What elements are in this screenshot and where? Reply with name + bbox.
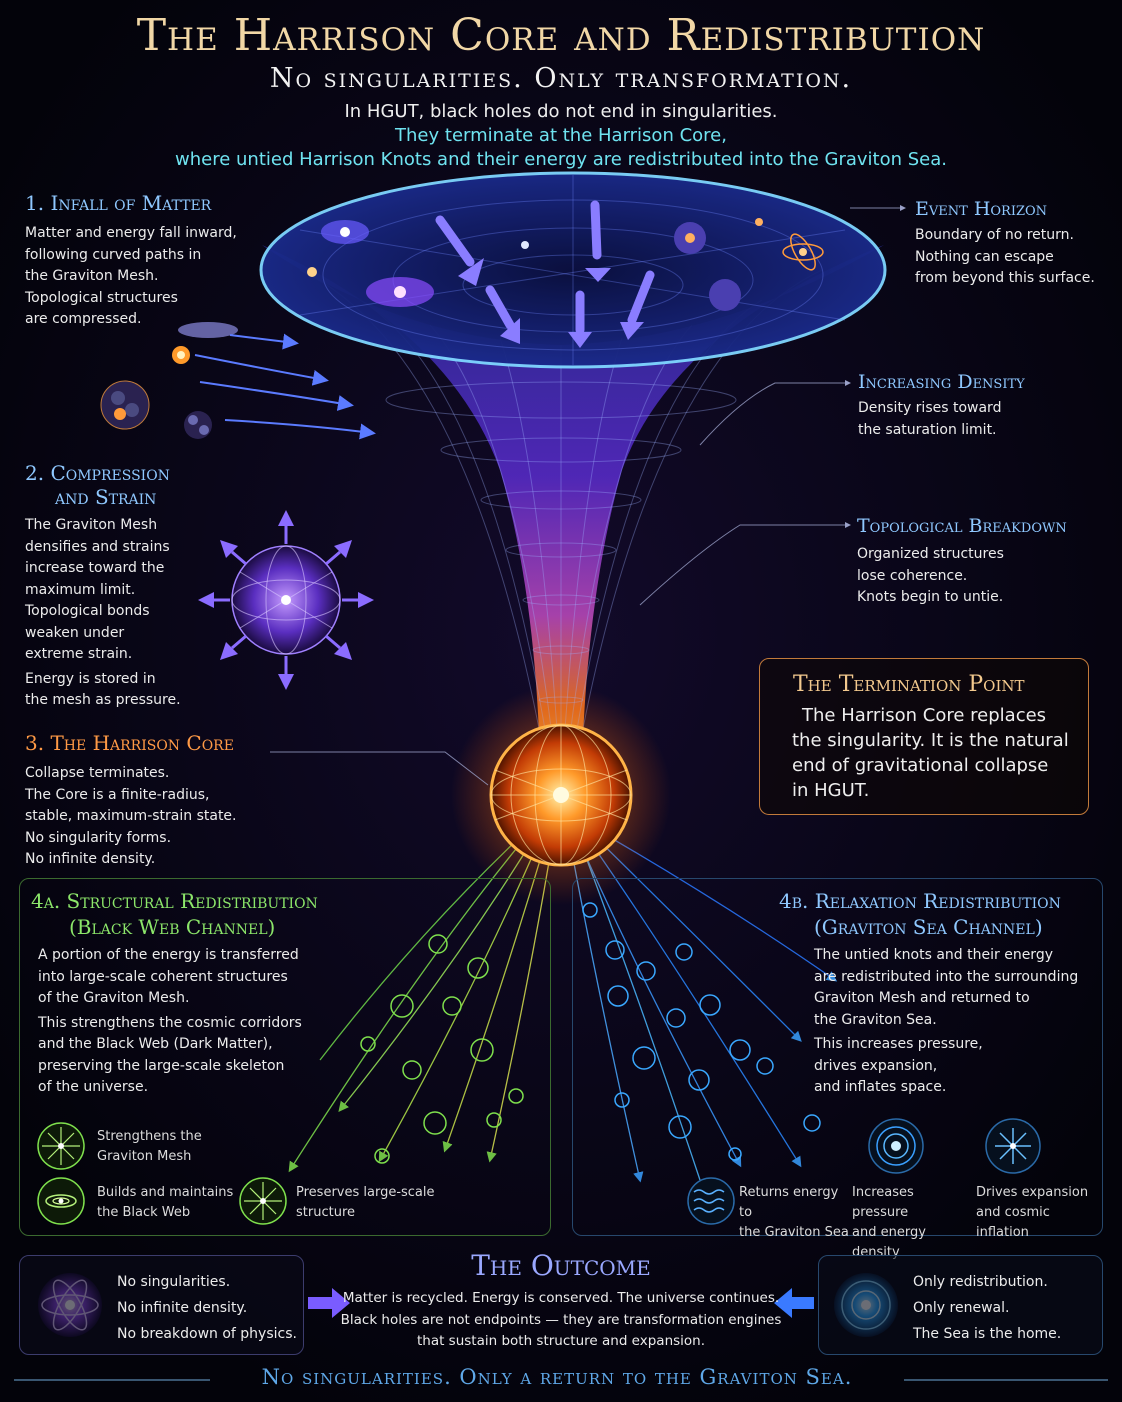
core-section: 3. The Harrison Core Collapse terminates… bbox=[25, 731, 275, 871]
redist-b-line: are redistributed into the surrounding bbox=[814, 968, 1079, 985]
burst-icon bbox=[239, 1177, 287, 1225]
structural-redistribution-panel: 4a. Structural Redistribution (Black Web… bbox=[19, 878, 551, 1236]
compression-heading: 2. Compression bbox=[25, 461, 170, 485]
infall-line: Topological structures bbox=[25, 289, 178, 306]
core-line: No singularity forms. bbox=[25, 829, 172, 846]
infall-line: are compressed. bbox=[25, 311, 142, 327]
density-line: the saturation limit. bbox=[858, 421, 997, 438]
compression-section: 2. Compression and Strain The Graviton M… bbox=[25, 461, 225, 712]
outcome-center-line: Matter is recycled. Energy is conserved.… bbox=[342, 1290, 780, 1306]
footer-tagline: No singularities. Only a return to the G… bbox=[261, 1365, 853, 1389]
core-line: No infinite density. bbox=[25, 851, 156, 867]
termination-line: The Harrison Core replaces bbox=[802, 705, 1047, 726]
outcome-right-line: Only redistribution. bbox=[913, 1274, 1048, 1290]
redist-b-line: This increases pressure, bbox=[814, 1036, 983, 1052]
redist-a-line: into large-scale coherent structures bbox=[38, 968, 288, 985]
redist-b-line: and inflates space. bbox=[814, 1079, 947, 1095]
infall-line: the Graviton Mesh. bbox=[25, 268, 159, 284]
intro-line: In HGUT, black holes do not end in singu… bbox=[344, 101, 778, 122]
intro-line: They terminate at the Harrison Core, bbox=[395, 125, 727, 146]
infall-section: 1. Infall of Matter Matter and energy fa… bbox=[25, 191, 255, 331]
core-heading: 3. The Harrison Core bbox=[25, 731, 234, 755]
core-line: The Core is a finite-radius, bbox=[25, 786, 210, 803]
termination-line: in HGUT. bbox=[792, 780, 870, 801]
event-horizon-section: Event Horizon Boundary of no return. Not… bbox=[915, 197, 1115, 290]
outcome-left-box: No singularities. No infinite density. N… bbox=[19, 1255, 304, 1355]
compression-line: The Graviton Mesh bbox=[25, 517, 158, 533]
infall-line: Matter and energy fall inward, bbox=[25, 225, 237, 241]
mesh-star-icon bbox=[37, 1122, 85, 1170]
breakdown-section: Topological Breakdown Organized structur… bbox=[857, 514, 1107, 609]
termination-box: The Termination Point The Harrison Core … bbox=[759, 658, 1089, 815]
left-arrow-icon bbox=[774, 1288, 814, 1318]
redist-b-line: drives expansion, bbox=[814, 1057, 938, 1074]
compression-line: increase toward the bbox=[25, 560, 165, 576]
redist-a-line: of the Graviton Mesh. bbox=[38, 990, 190, 1006]
outcome-right-box: Only redistribution. Only renewal. The S… bbox=[818, 1255, 1103, 1355]
expansion-icon bbox=[985, 1118, 1041, 1174]
spiral-galaxy-icon bbox=[37, 1177, 85, 1225]
outcome-center: Matter is recycled. Energy is conserved.… bbox=[340, 1288, 782, 1353]
event-horizon-line: Nothing can escape bbox=[915, 248, 1054, 265]
infall-heading: 1. Infall of Matter bbox=[25, 191, 212, 215]
outcome-right-line: The Sea is the home. bbox=[913, 1326, 1062, 1342]
infall-line: following curved paths in bbox=[25, 246, 202, 263]
relaxation-redistribution-panel: 4b. Relaxation Redistribution (Graviton … bbox=[572, 878, 1103, 1236]
redist-b-line: Graviton Mesh and returned to bbox=[814, 990, 1030, 1006]
compression-line: extreme strain. bbox=[25, 646, 133, 662]
outcome-left-line: No infinite density. bbox=[117, 1300, 248, 1316]
redist-a-heading-line2: (Black Web Channel) bbox=[69, 915, 276, 939]
event-horizon-line: from beyond this surface. bbox=[915, 270, 1095, 286]
breakdown-heading: Topological Breakdown bbox=[857, 515, 1067, 537]
density-line: Density rises toward bbox=[858, 400, 1002, 416]
compression-line: Topological bonds bbox=[25, 603, 150, 619]
termination-line: end of gravitational collapse bbox=[792, 755, 1049, 776]
redist-b-heading: 4b. Relaxation Redistribution bbox=[779, 889, 1061, 913]
compression-line: the mesh as pressure. bbox=[25, 692, 181, 708]
redist-a-line: preserving the large-scale skeleton bbox=[38, 1057, 285, 1074]
outcome-left-line: No singularities. bbox=[117, 1274, 231, 1290]
redist-a-line: and the Black Web (Dark Matter), bbox=[38, 1036, 273, 1052]
core-line: Collapse terminates. bbox=[25, 765, 170, 781]
redist-b-line: the Graviton Sea. bbox=[814, 1011, 937, 1028]
redist-a-line: This strengthens the cosmic corridors bbox=[38, 1014, 302, 1031]
compression-line: maximum limit. bbox=[25, 581, 136, 598]
page-subtitle: No singularities. Only transformation. bbox=[269, 63, 853, 94]
redist-b-line: The untied knots and their energy bbox=[814, 947, 1053, 963]
breakdown-line: lose coherence. bbox=[857, 567, 968, 584]
event-horizon-heading: Event Horizon bbox=[915, 198, 1048, 220]
right-arrow-icon bbox=[308, 1288, 350, 1318]
compression-line: weaken under bbox=[25, 624, 125, 641]
outcome-left-line: No breakdown of physics. bbox=[117, 1326, 297, 1342]
outcome-heading: The Outcome bbox=[471, 1249, 651, 1282]
compression-line: Energy is stored in bbox=[25, 670, 156, 687]
termination-line: the singularity. It is the natural bbox=[792, 730, 1069, 751]
density-heading: Increasing Density bbox=[858, 371, 1025, 393]
outcome-center-line: that sustain both structure and expansio… bbox=[416, 1333, 706, 1349]
core-line: stable, maximum-strain state. bbox=[25, 808, 237, 824]
redist-b-heading-line2: (Graviton Sea Channel) bbox=[814, 915, 1043, 939]
compression-heading-line2: and Strain bbox=[55, 485, 157, 509]
termination-heading: The Termination Point bbox=[793, 672, 1025, 697]
redist-a-line: A portion of the energy is transferred bbox=[38, 947, 299, 963]
breakdown-line: Knots begin to untie. bbox=[857, 589, 1004, 605]
compression-line: densifies and strains bbox=[25, 538, 170, 555]
density-section: Increasing Density Density rises toward … bbox=[858, 370, 1098, 441]
redist-a-heading: 4a. Structural Redistribution bbox=[31, 889, 318, 913]
outcome-right-line: Only renewal. bbox=[913, 1300, 1010, 1316]
outcome-center-line: Black holes are not endpoints — they are… bbox=[340, 1311, 782, 1328]
redist-a-line: of the universe. bbox=[38, 1079, 149, 1095]
concentric-rings-icon bbox=[868, 1118, 924, 1174]
waves-icon bbox=[687, 1177, 735, 1225]
page-title: The Harrison Core and Redistribution bbox=[136, 10, 986, 61]
event-horizon-line: Boundary of no return. bbox=[915, 227, 1074, 243]
breakdown-line: Organized structures bbox=[857, 546, 1004, 562]
intro-line: where untied Harrison Knots and their en… bbox=[175, 149, 947, 170]
